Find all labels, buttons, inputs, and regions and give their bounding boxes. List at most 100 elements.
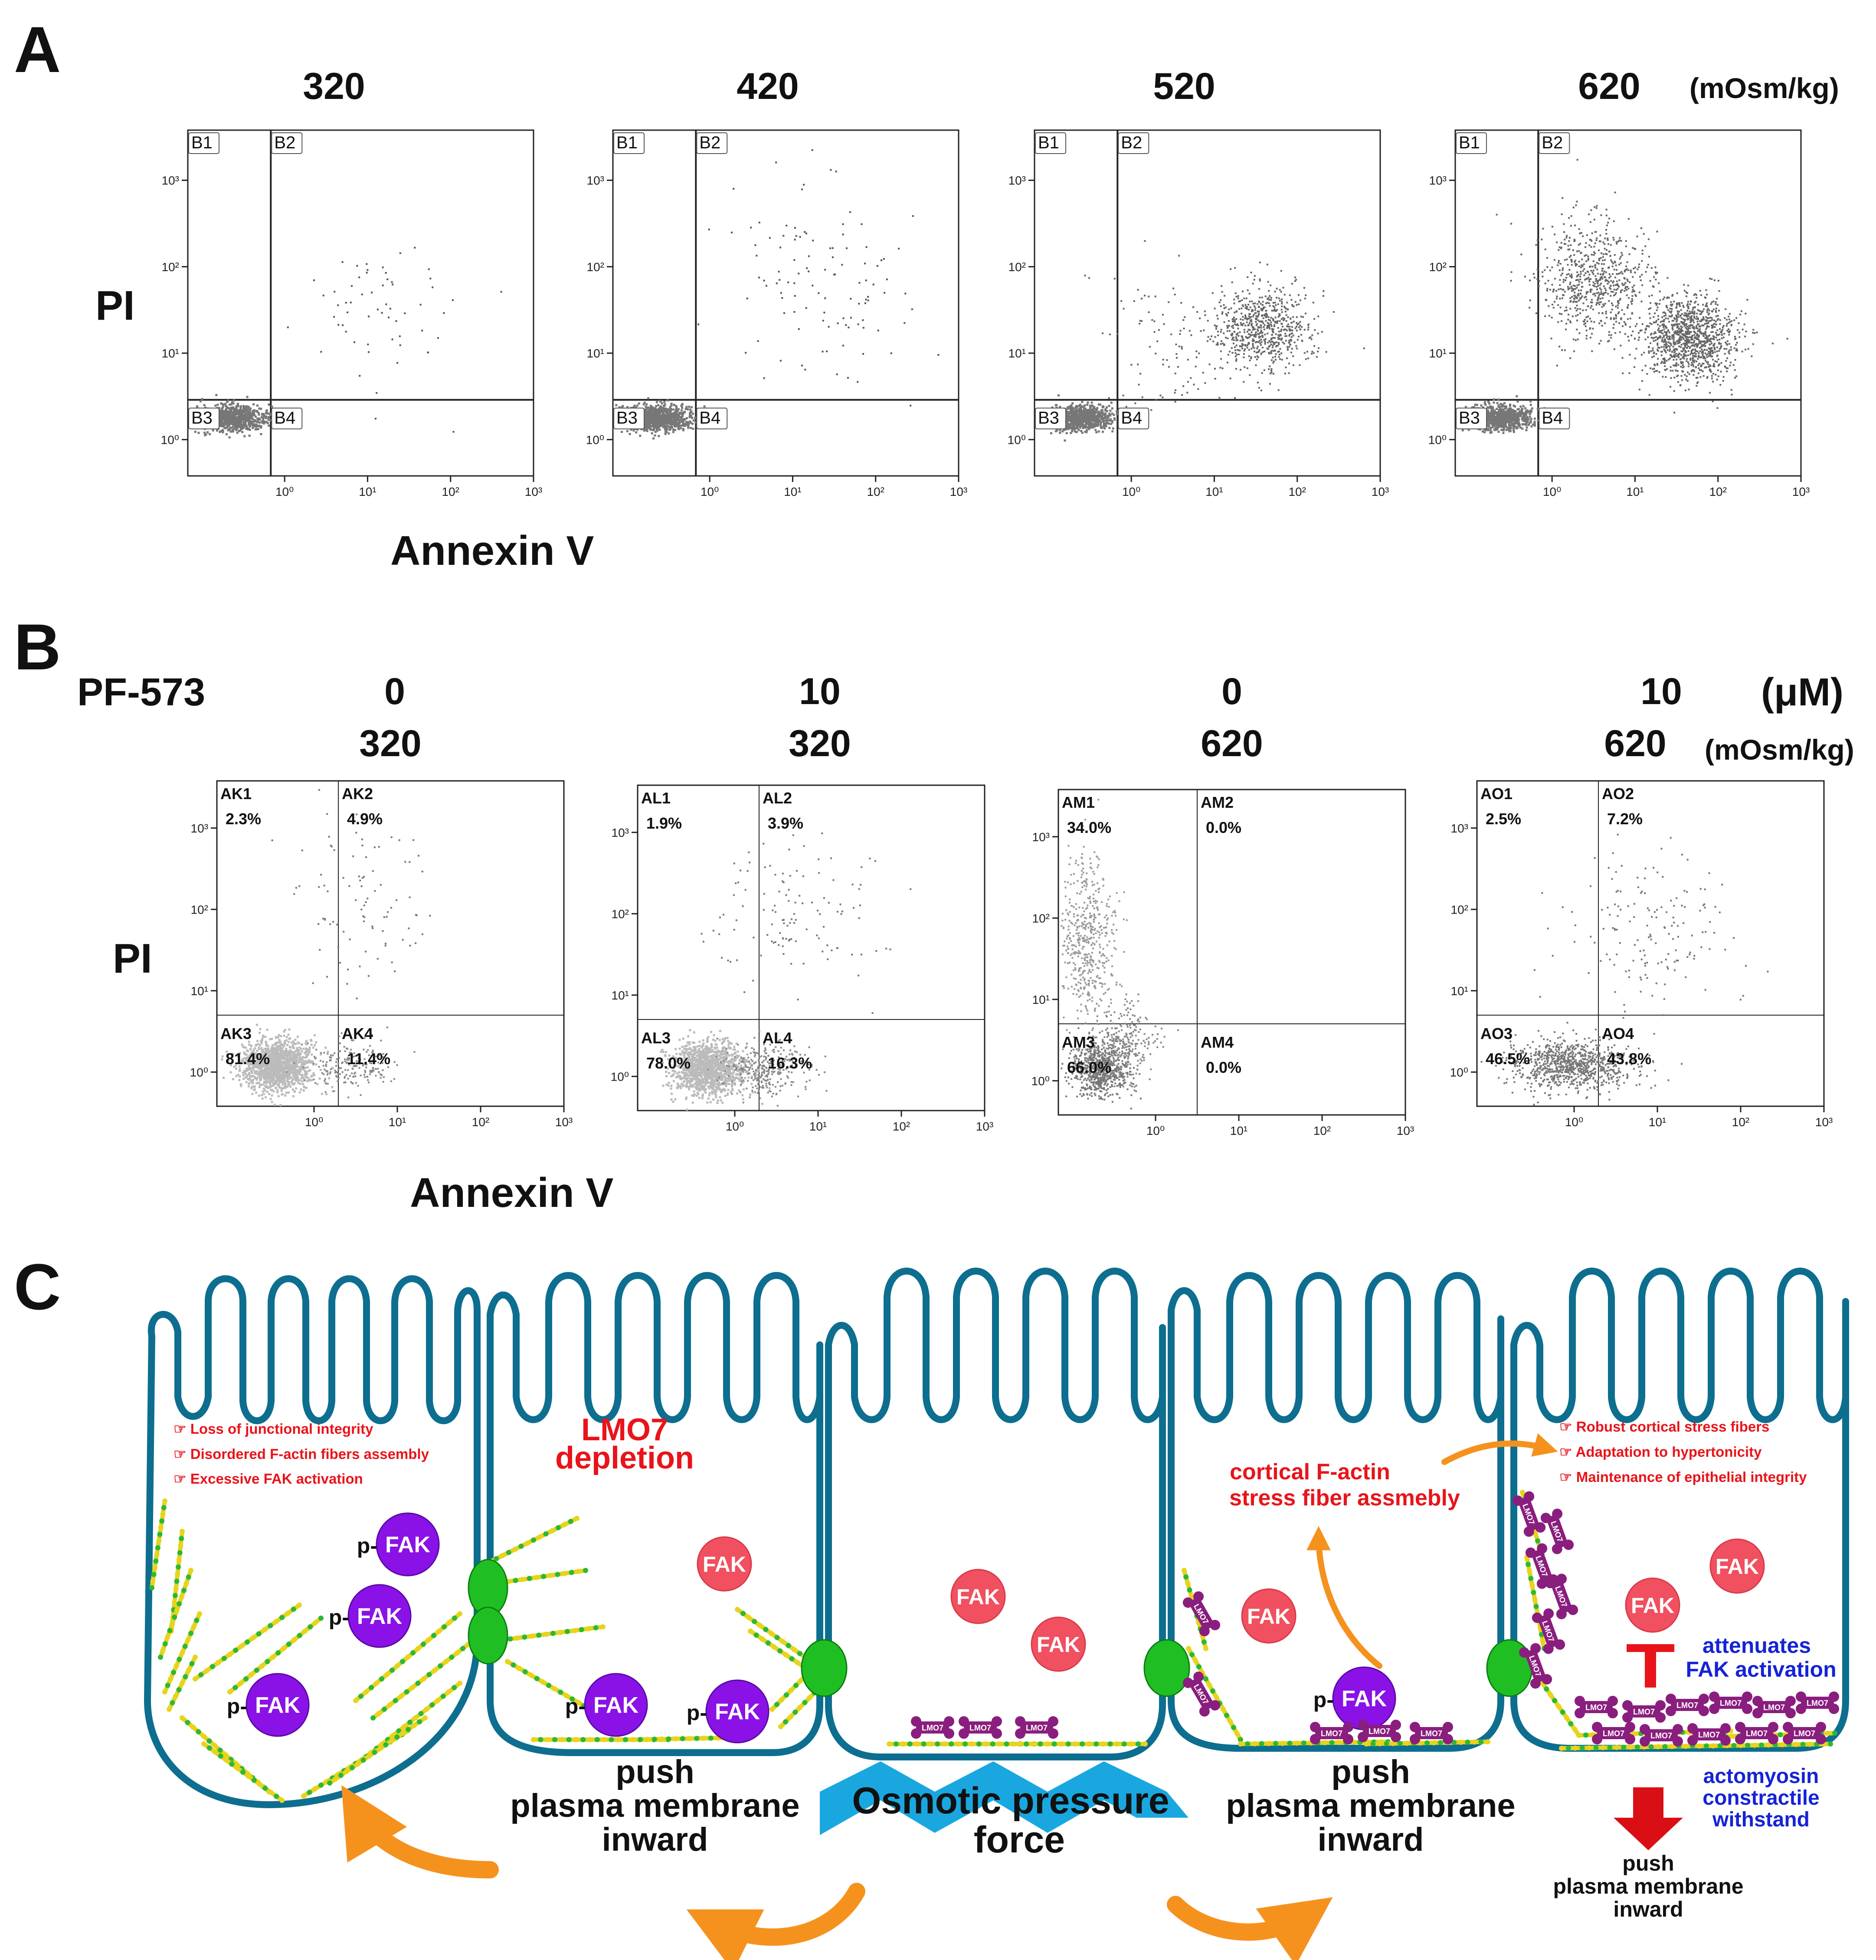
cell-2-membrane [487,1272,823,1756]
gate-label: B2 [1542,133,1563,152]
panel-b-plots: 10⁰10⁰10¹10¹10²10²10³10³AK12.3%AK24.9%AK… [190,780,1833,1137]
lmo7-molecule: LMO7 [1796,1691,1839,1714]
x-tick-label: 10² [1288,485,1306,498]
cortical-line2: stress fiber assmebly [1229,1485,1460,1511]
y-tick-label: 10³ [1008,174,1026,187]
cortical-line1: cortical F-actin [1230,1459,1390,1485]
x-tick-label: 10⁰ [1146,1124,1165,1137]
panel-a-y-label: PI [95,282,135,329]
y-tick-label: 10⁰ [1450,1065,1468,1079]
panel-a-header-4: 620 [1578,66,1640,107]
fak-molecule: FAK [1709,1538,1765,1594]
gate-percent: 0.0% [1206,1059,1241,1076]
fak-molecule: FAK [697,1536,752,1592]
fak-molecule: FAK [1031,1616,1086,1672]
gate-percent: 34.0% [1067,819,1111,836]
actin-fiber [1017,1741,1148,1747]
y-tick-label: 10⁰ [611,1070,629,1083]
actin-fiber [149,1498,167,1590]
gate-percent: 16.3% [768,1054,812,1072]
gate-label: B3 [616,409,638,428]
panel-b-drug: PF-573 [77,671,206,714]
push-small-line2: plasma membrane [1553,1874,1743,1898]
x-tick-label: 10⁰ [701,485,719,498]
gate-label: AM4 [1201,1033,1234,1051]
gate-percent: 2.3% [226,810,261,828]
gate-label: AO1 [1480,785,1513,803]
y-tick-label: 10¹ [162,347,179,360]
panel-b-osm-4: 620 [1604,723,1666,764]
x-tick-label: 10¹ [1649,1115,1666,1129]
y-tick-label: 10³ [612,826,629,839]
y-tick-label: 10² [612,907,629,921]
panel-a-header-1: 320 [303,66,365,107]
gate-label: B1 [1038,133,1059,152]
panel-b-osm-unit: (mOsm/kg) [1705,734,1854,766]
orange-arrows [341,1785,1333,1960]
panel-a-letter: A [14,13,61,86]
gate-label: B2 [1121,133,1142,152]
osmotic-zigzag [820,1761,1188,1835]
actin-fiber [227,1616,324,1695]
fak-molecules: FAKp-FAKp-FAKp-FAKp-FAKp-FAKp-FAKFAKFAKF… [227,1512,1765,1744]
x-tick-label: 10² [1732,1115,1749,1129]
x-tick-label: 10¹ [809,1120,827,1133]
event-dots [221,789,431,1106]
cell-4-membrane [1168,1272,1504,1752]
push-left-label: push plasma membrane inward [510,1754,799,1858]
inhibition-bar [1627,1644,1674,1688]
gate-label: B1 [1459,133,1480,152]
push-right-line1: push [1331,1754,1410,1790]
y-tick-label: 10¹ [1032,993,1050,1006]
attenuates-line2: FAK activation [1686,1657,1836,1681]
panel-b-plot-3: 10⁰10⁰10¹10¹10²10²10³10³AM134.0%AM20.0%A… [1031,789,1414,1137]
y-tick-label: 10¹ [587,347,604,360]
panel-b-osm-3: 620 [1201,723,1263,764]
gate-label: AL1 [641,789,671,807]
right-bullet-2: ☞ Adaptation to hypertonicity [1559,1444,1762,1460]
x-tick-label: 10¹ [1230,1124,1247,1137]
plot-frame [637,784,985,1111]
x-tick-label: 10² [442,485,459,498]
gate-label: B2 [274,133,295,152]
actomyosin-label: actomyosin constractile withstand [1702,1765,1819,1831]
cell-1-membrane [144,1275,481,1808]
orange-arrow-3 [1167,1896,1333,1960]
event-dots [1036,240,1365,442]
gate-percent: 0.0% [1206,819,1241,836]
gate-percent: 1.9% [646,814,682,832]
actin-fiber [327,1715,428,1786]
y-tick-label: 10¹ [612,989,629,1002]
lmo7-molecule: LMO7 [1687,1723,1731,1746]
gate-label: AM1 [1062,793,1095,811]
push-right-label: push plasma membrane inward [1226,1754,1515,1858]
x-tick-label: 10¹ [1626,485,1644,498]
cortical-label: cortical F-actin stress fiber assmebly [1229,1459,1460,1511]
gate-label: AL3 [641,1029,671,1047]
lmo7-molecule: LMO7 [1575,1696,1618,1718]
y-tick-label: 10⁰ [1031,1074,1050,1088]
push-right-line2: plasma membrane [1226,1787,1515,1824]
f-actin-fibers [149,1490,1837,1803]
gate-label: AK2 [342,785,373,803]
panel-b-dose-2: 10 [799,671,841,712]
push-small-line1: push [1622,1851,1674,1875]
actin-fiber [887,1741,1044,1747]
gate-percent: 3.9% [768,814,803,832]
osmotic-line2: force [974,1819,1065,1861]
panel-b-plot-2: 10⁰10⁰10¹10¹10²10²10³10³AL11.9%AL23.9%AL… [611,784,993,1133]
gate-label: AK4 [342,1025,373,1042]
gate-label: B4 [1121,409,1142,428]
cell-5-membrane [1510,1268,1849,1752]
y-tick-label: 10² [1429,260,1447,274]
junction-3 [801,1639,848,1697]
x-tick-label: 10¹ [784,485,801,498]
push-left-line3: inward [602,1821,708,1858]
lmo7-molecule: LMO7 [911,1716,954,1739]
orange-arrow-1 [341,1785,499,1878]
lmo7-molecule: LMO7 [959,1716,1002,1739]
